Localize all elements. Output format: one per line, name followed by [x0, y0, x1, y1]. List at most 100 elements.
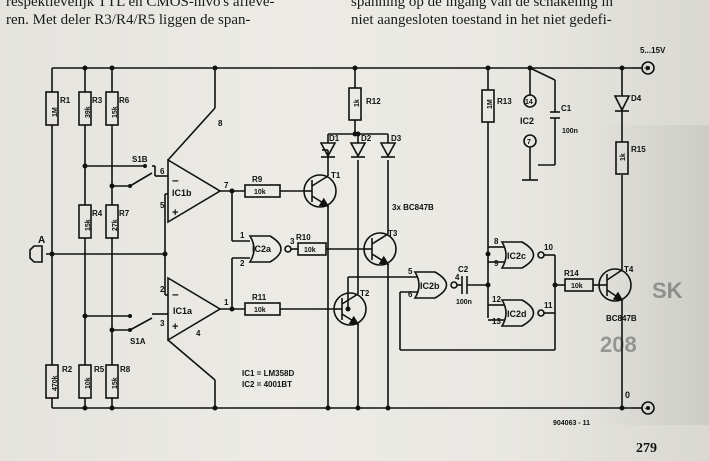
label-supply: 5...15V — [640, 46, 666, 55]
label-r6-value: 15k — [112, 106, 119, 118]
label-r7-name: R7 — [119, 209, 130, 218]
sign-ic1a-minus: – — [172, 287, 179, 301]
sign-ic1b-plus: + — [172, 207, 178, 219]
pin-ic2c-out: 10 — [544, 243, 553, 252]
label-ic2: IC2 — [520, 116, 534, 126]
opposite-fragment-sk: SK — [652, 278, 683, 303]
resistor-r10 — [297, 242, 327, 256]
label-r14-name: R14 — [564, 269, 579, 278]
label-c1-name: C1 — [561, 104, 572, 113]
pin-ic2d-in2: 13 — [492, 317, 501, 326]
figure-code: 904063 - 11 — [553, 420, 590, 427]
gate-ic2b — [413, 271, 448, 299]
opposite-page-bleed — [600, 125, 709, 425]
article-text-line-1: respektievelijk TTL en CMOS-nivo's aflev… — [6, 0, 275, 10]
label-r5-name: R5 — [94, 365, 105, 374]
label-r7-value: 27k — [112, 219, 119, 231]
label-r9-name: R9 — [252, 175, 263, 184]
label-r15-value: 1k — [620, 153, 627, 161]
pin-ic1b-out: 7 — [224, 181, 229, 190]
label-d3: D3 — [391, 134, 402, 143]
pin-ic2b-out: 4 — [455, 273, 460, 282]
page-number: 279 — [636, 441, 657, 456]
label-r5-value: 10k — [85, 377, 92, 389]
label-r11-value: 10k — [254, 307, 266, 314]
supply-terminal — [641, 61, 655, 75]
resistor-r9 — [244, 184, 281, 198]
ic2-pin14 — [523, 94, 537, 108]
label-r3-name: R3 — [92, 96, 103, 105]
label-transistor-note: 3x BC847B — [392, 203, 434, 212]
ground-terminal — [641, 401, 655, 415]
label-r8-value: 15k — [112, 377, 119, 389]
resistor-r8 — [105, 364, 119, 399]
label-t4-type: BC847B — [606, 314, 637, 323]
ic-note-line-1: IC1 = LM358D — [242, 369, 294, 378]
opamp-ic1b — [167, 158, 222, 224]
label-r13-name: R13 — [497, 97, 512, 106]
pin-ic2-vss: 7 — [527, 139, 531, 146]
label-r15-name: R15 — [631, 145, 646, 154]
label-r13-value: 1M — [487, 99, 494, 109]
label-ic1b: IC1b — [172, 188, 192, 198]
opposite-page-text: SK 208 — [600, 278, 683, 357]
transistor-t2 — [333, 292, 367, 326]
label-ic1a: IC1a — [173, 306, 193, 316]
gate-ic2a — [248, 235, 282, 263]
terminal-signs: + – — [644, 63, 650, 413]
label-r9-value: 10k — [254, 189, 266, 196]
opamp-ic1a — [167, 276, 222, 342]
opposite-fragment-208: 208 — [600, 332, 637, 357]
transistor-t3 — [363, 232, 397, 266]
resistor-r7 — [105, 204, 119, 239]
label-ground: 0 — [625, 390, 630, 400]
sign-ic1b-minus: – — [172, 173, 179, 187]
label-r3-value: 39k — [85, 106, 92, 118]
resistor-r2 — [45, 364, 59, 399]
label-r10-name: R10 — [296, 233, 311, 242]
label-input-a: A — [38, 235, 45, 246]
label-r2-value: 470k — [52, 375, 59, 391]
label-c2-name: C2 — [458, 265, 469, 274]
pin-ic2c-in1: 8 — [494, 237, 499, 246]
label-t3: T3 — [388, 229, 398, 238]
ic-note-line-2: IC2 = 4001BT — [242, 380, 292, 389]
led-d3 — [379, 142, 397, 158]
resistor-r6 — [105, 91, 119, 126]
pin-ic2b-in1: 5 — [408, 267, 413, 276]
label-r4-name: R4 — [92, 209, 103, 218]
svg-text:+: + — [644, 63, 649, 73]
pin-ic2-vdd: 14 — [525, 99, 533, 106]
article-text-line-4: niet aangesloten toestand in het niet ge… — [351, 12, 612, 28]
label-t2: T2 — [360, 289, 370, 298]
pin-ic2d-out: 11 — [544, 301, 553, 310]
resistor-r5 — [78, 364, 92, 399]
pin-ic1a-minus: 2 — [160, 285, 165, 294]
input-connector-a — [29, 245, 43, 263]
resistor-r4 — [78, 204, 92, 239]
label-r4-value: 15k — [85, 219, 92, 231]
svg-text:–: – — [645, 403, 650, 413]
label-ic2c: IC2c — [507, 251, 526, 261]
pin-ic2a-in2: 2 — [240, 259, 245, 268]
resistor-r3 — [78, 91, 92, 126]
pin-ic1b-plus: 5 — [160, 201, 165, 210]
gate-ic2c — [500, 241, 535, 269]
led-d1 — [319, 142, 337, 158]
resistor-r1 — [45, 91, 59, 126]
pin-ic1a-out: 1 — [224, 298, 229, 307]
label-d2: D2 — [361, 134, 372, 143]
sign-ic1a-plus: + — [172, 321, 178, 333]
label-r11-name: R11 — [252, 293, 267, 302]
label-c1-value: 100n — [562, 128, 578, 135]
pin-ic2d-in1: 12 — [492, 295, 501, 304]
label-ic2a: IC2a — [252, 244, 272, 254]
label-t1: T1 — [331, 171, 341, 180]
led-d4 — [613, 95, 631, 112]
label-r8-name: R8 — [120, 365, 131, 374]
pin-ic1-supply-top: 8 — [218, 119, 223, 128]
pin-ic2b-in2: 6 — [408, 290, 413, 299]
label-t4: T4 — [624, 265, 634, 274]
